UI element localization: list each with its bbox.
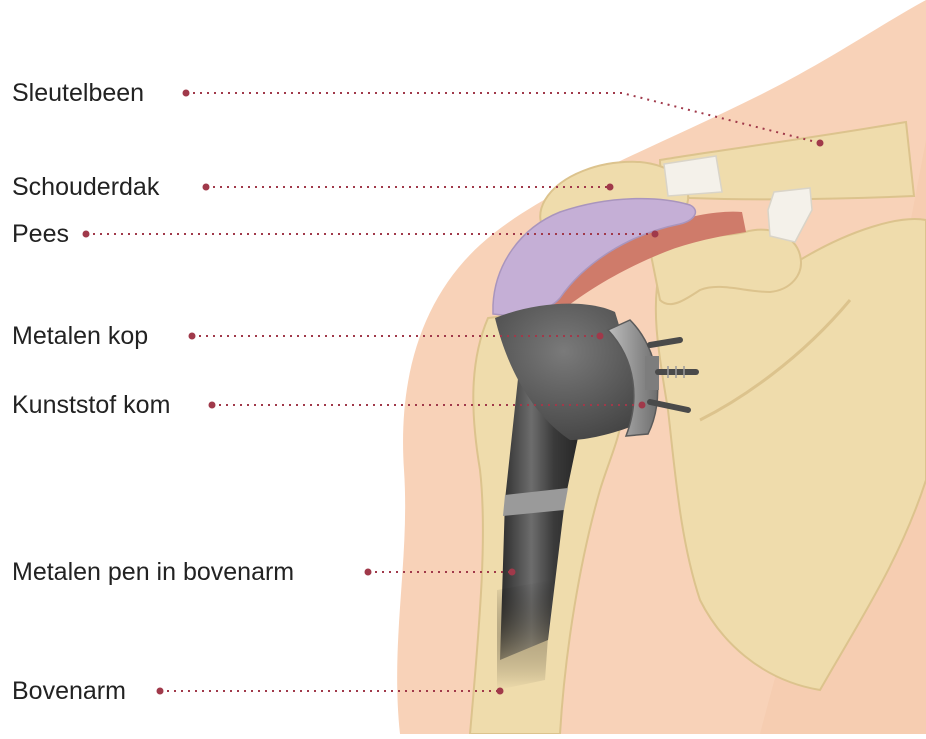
dot-bovenarm-end xyxy=(497,688,504,695)
dot-pees-start xyxy=(83,231,90,238)
dot-schouderdak-end xyxy=(607,184,614,191)
label-sleutelbeen: Sleutelbeen xyxy=(12,78,144,108)
label-kunststof-kom: Kunststof kom xyxy=(12,390,170,420)
dot-bovenarm-start xyxy=(157,688,164,695)
label-pees: Pees xyxy=(12,219,69,249)
dot-metalen-kop-end xyxy=(597,333,604,340)
label-schouderdak: Schouderdak xyxy=(12,172,159,202)
dot-sleutelbeen-end xyxy=(817,140,824,147)
dot-pees-end xyxy=(652,231,659,238)
dot-schouderdak-start xyxy=(203,184,210,191)
stem-fade xyxy=(497,580,552,690)
dot-metalen-pen-start xyxy=(365,569,372,576)
dot-kunststof-kom-end xyxy=(639,402,646,409)
ac-ligament xyxy=(664,156,722,196)
label-metalen-pen: Metalen pen in bovenarm xyxy=(12,557,294,587)
dot-sleutelbeen-start xyxy=(183,90,190,97)
dot-metalen-kop-start xyxy=(189,333,196,340)
label-metalen-kop: Metalen kop xyxy=(12,321,148,351)
dot-kunststof-kom-start xyxy=(209,402,216,409)
dot-metalen-pen-end xyxy=(509,569,516,576)
label-bovenarm: Bovenarm xyxy=(12,676,126,706)
